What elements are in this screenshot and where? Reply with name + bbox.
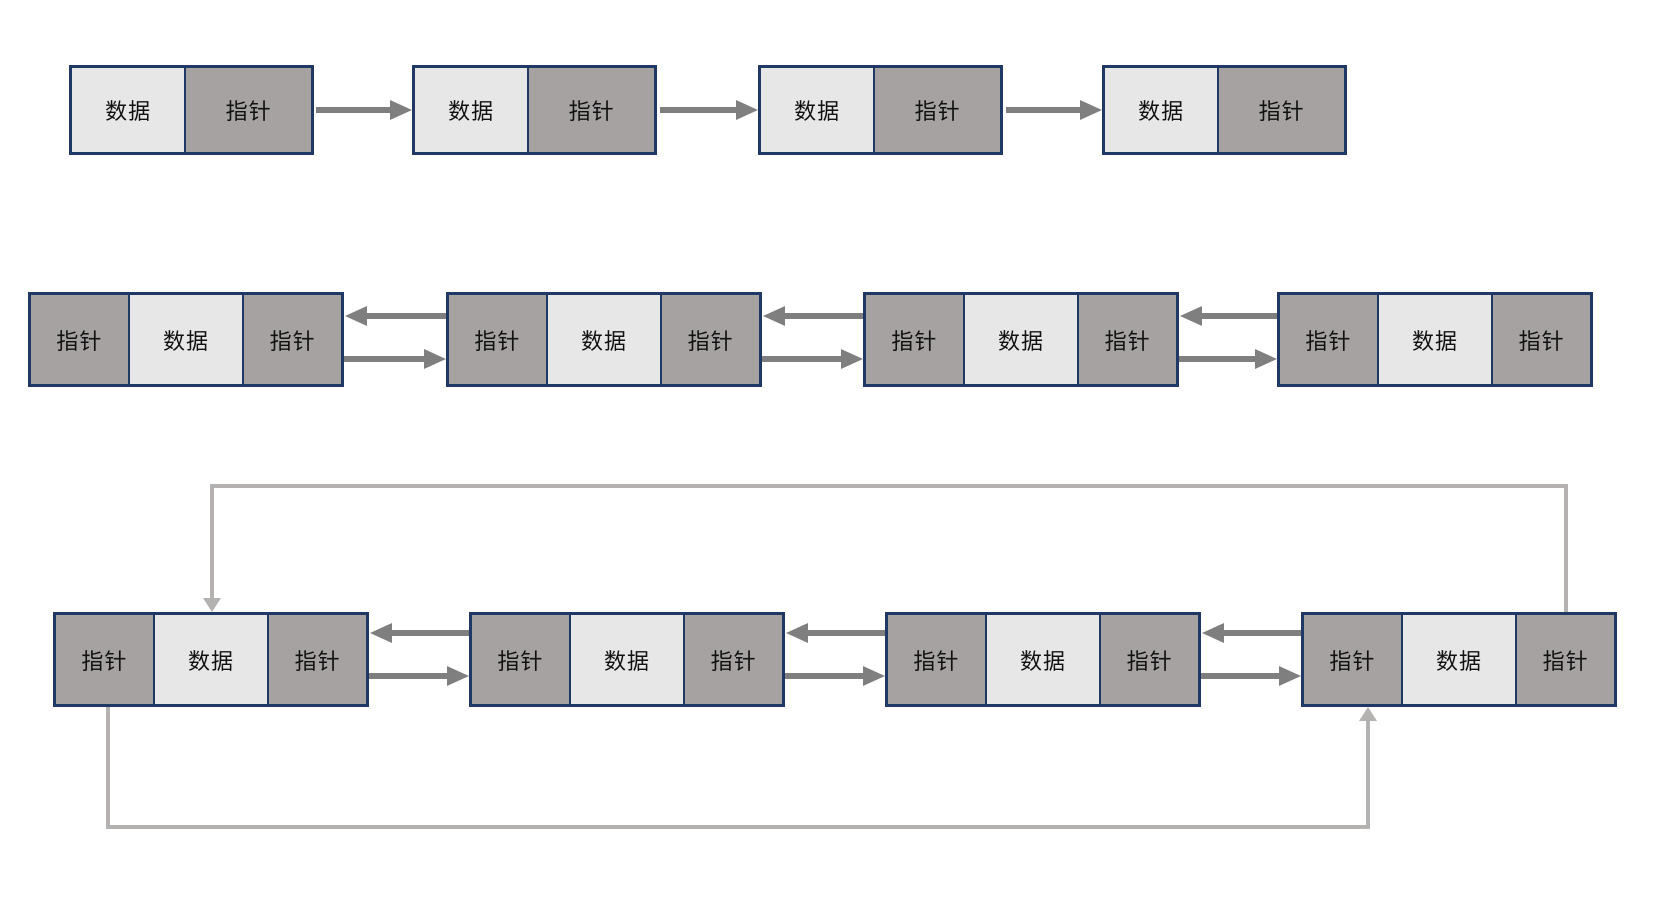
- pointer-cell: 指针: [1491, 295, 1590, 384]
- next-arrow-head: [1279, 666, 1301, 686]
- list-node: 指针 数据 指针: [863, 292, 1179, 387]
- circular-link-bottom-right-segment: [1366, 721, 1370, 829]
- next-arrow-head: [390, 100, 412, 120]
- prev-arrow-head: [763, 306, 785, 326]
- circular-link-up-arrow-head: [1359, 707, 1377, 721]
- list-node: 数据 指针: [412, 65, 657, 155]
- pointer-cell: 指针: [1077, 295, 1176, 384]
- next-arrow-head: [1080, 100, 1102, 120]
- pointer-cell: 指针: [1099, 615, 1198, 704]
- next-arrow-head: [447, 666, 469, 686]
- pointer-cell: 指针: [527, 68, 654, 152]
- pointer-cell: 指针: [449, 295, 546, 384]
- pointer-cell: 指针: [866, 295, 963, 384]
- pointer-cell: 指针: [1304, 615, 1401, 704]
- list-node: 指针 数据 指针: [1301, 612, 1617, 707]
- prev-arrow-line: [367, 313, 446, 319]
- pointer-cell: 指针: [1515, 615, 1614, 704]
- pointer-cell: 指针: [242, 295, 341, 384]
- data-cell: 数据: [1376, 295, 1492, 384]
- next-arrow-line: [369, 673, 447, 679]
- pointer-cell: 指针: [873, 68, 1000, 152]
- data-cell: 数据: [1400, 615, 1516, 704]
- data-cell: 数据: [984, 615, 1100, 704]
- list-node: 指针 数据 指针: [885, 612, 1201, 707]
- prev-arrow-line: [1224, 630, 1301, 636]
- prev-arrow-line: [392, 630, 469, 636]
- next-arrow-line: [316, 107, 390, 113]
- circular-link-top-segment: [210, 484, 1568, 488]
- data-cell: 数据: [127, 295, 243, 384]
- list-node: 指针 数据 指针: [469, 612, 785, 707]
- circular-link-down-arrow-head: [203, 598, 221, 612]
- next-arrow-line: [344, 356, 424, 362]
- list-node: 数据 指针: [69, 65, 314, 155]
- prev-arrow-head: [370, 623, 392, 643]
- pointer-cell: 指针: [1217, 68, 1344, 152]
- pointer-cell: 指针: [888, 615, 985, 704]
- next-arrow-head: [736, 100, 758, 120]
- pointer-cell: 指针: [267, 615, 366, 704]
- prev-arrow-line: [808, 630, 885, 636]
- list-node: 指针 数据 指针: [446, 292, 762, 387]
- pointer-cell: 指针: [472, 615, 569, 704]
- pointer-cell: 指针: [56, 615, 153, 704]
- data-cell: 数据: [568, 615, 684, 704]
- next-arrow-head: [841, 349, 863, 369]
- pointer-cell: 指针: [683, 615, 782, 704]
- prev-arrow-head: [1180, 306, 1202, 326]
- data-cell: 数据: [72, 68, 185, 152]
- data-cell: 数据: [152, 615, 268, 704]
- prev-arrow-head: [786, 623, 808, 643]
- data-cell: 数据: [761, 68, 874, 152]
- next-arrow-line: [660, 107, 736, 113]
- circular-link-top-right-segment: [1564, 486, 1568, 612]
- prev-arrow-line: [1202, 313, 1277, 319]
- data-cell: 数据: [545, 295, 661, 384]
- pointer-cell: 指针: [184, 68, 311, 152]
- next-arrow-line: [1006, 107, 1080, 113]
- data-cell: 数据: [415, 68, 528, 152]
- circular-link-top-left-segment: [210, 486, 214, 598]
- list-node: 数据 指针: [1102, 65, 1347, 155]
- list-node: 指针 数据 指针: [53, 612, 369, 707]
- prev-arrow-line: [785, 313, 863, 319]
- list-node: 指针 数据 指针: [28, 292, 344, 387]
- prev-arrow-head: [345, 306, 367, 326]
- data-cell: 数据: [962, 295, 1078, 384]
- next-arrow-head: [424, 349, 446, 369]
- prev-arrow-head: [1202, 623, 1224, 643]
- circular-link-bottom-segment: [106, 825, 1370, 829]
- next-arrow-head: [863, 666, 885, 686]
- next-arrow-line: [1201, 673, 1279, 679]
- pointer-cell: 指针: [1280, 295, 1377, 384]
- data-cell: 数据: [1105, 68, 1218, 152]
- next-arrow-head: [1255, 349, 1277, 369]
- next-arrow-line: [762, 356, 841, 362]
- next-arrow-line: [785, 673, 863, 679]
- pointer-cell: 指针: [31, 295, 128, 384]
- list-node: 数据 指针: [758, 65, 1003, 155]
- circular-link-bottom-left-segment: [106, 707, 110, 829]
- list-node: 指针 数据 指针: [1277, 292, 1593, 387]
- pointer-cell: 指针: [660, 295, 759, 384]
- next-arrow-line: [1179, 356, 1255, 362]
